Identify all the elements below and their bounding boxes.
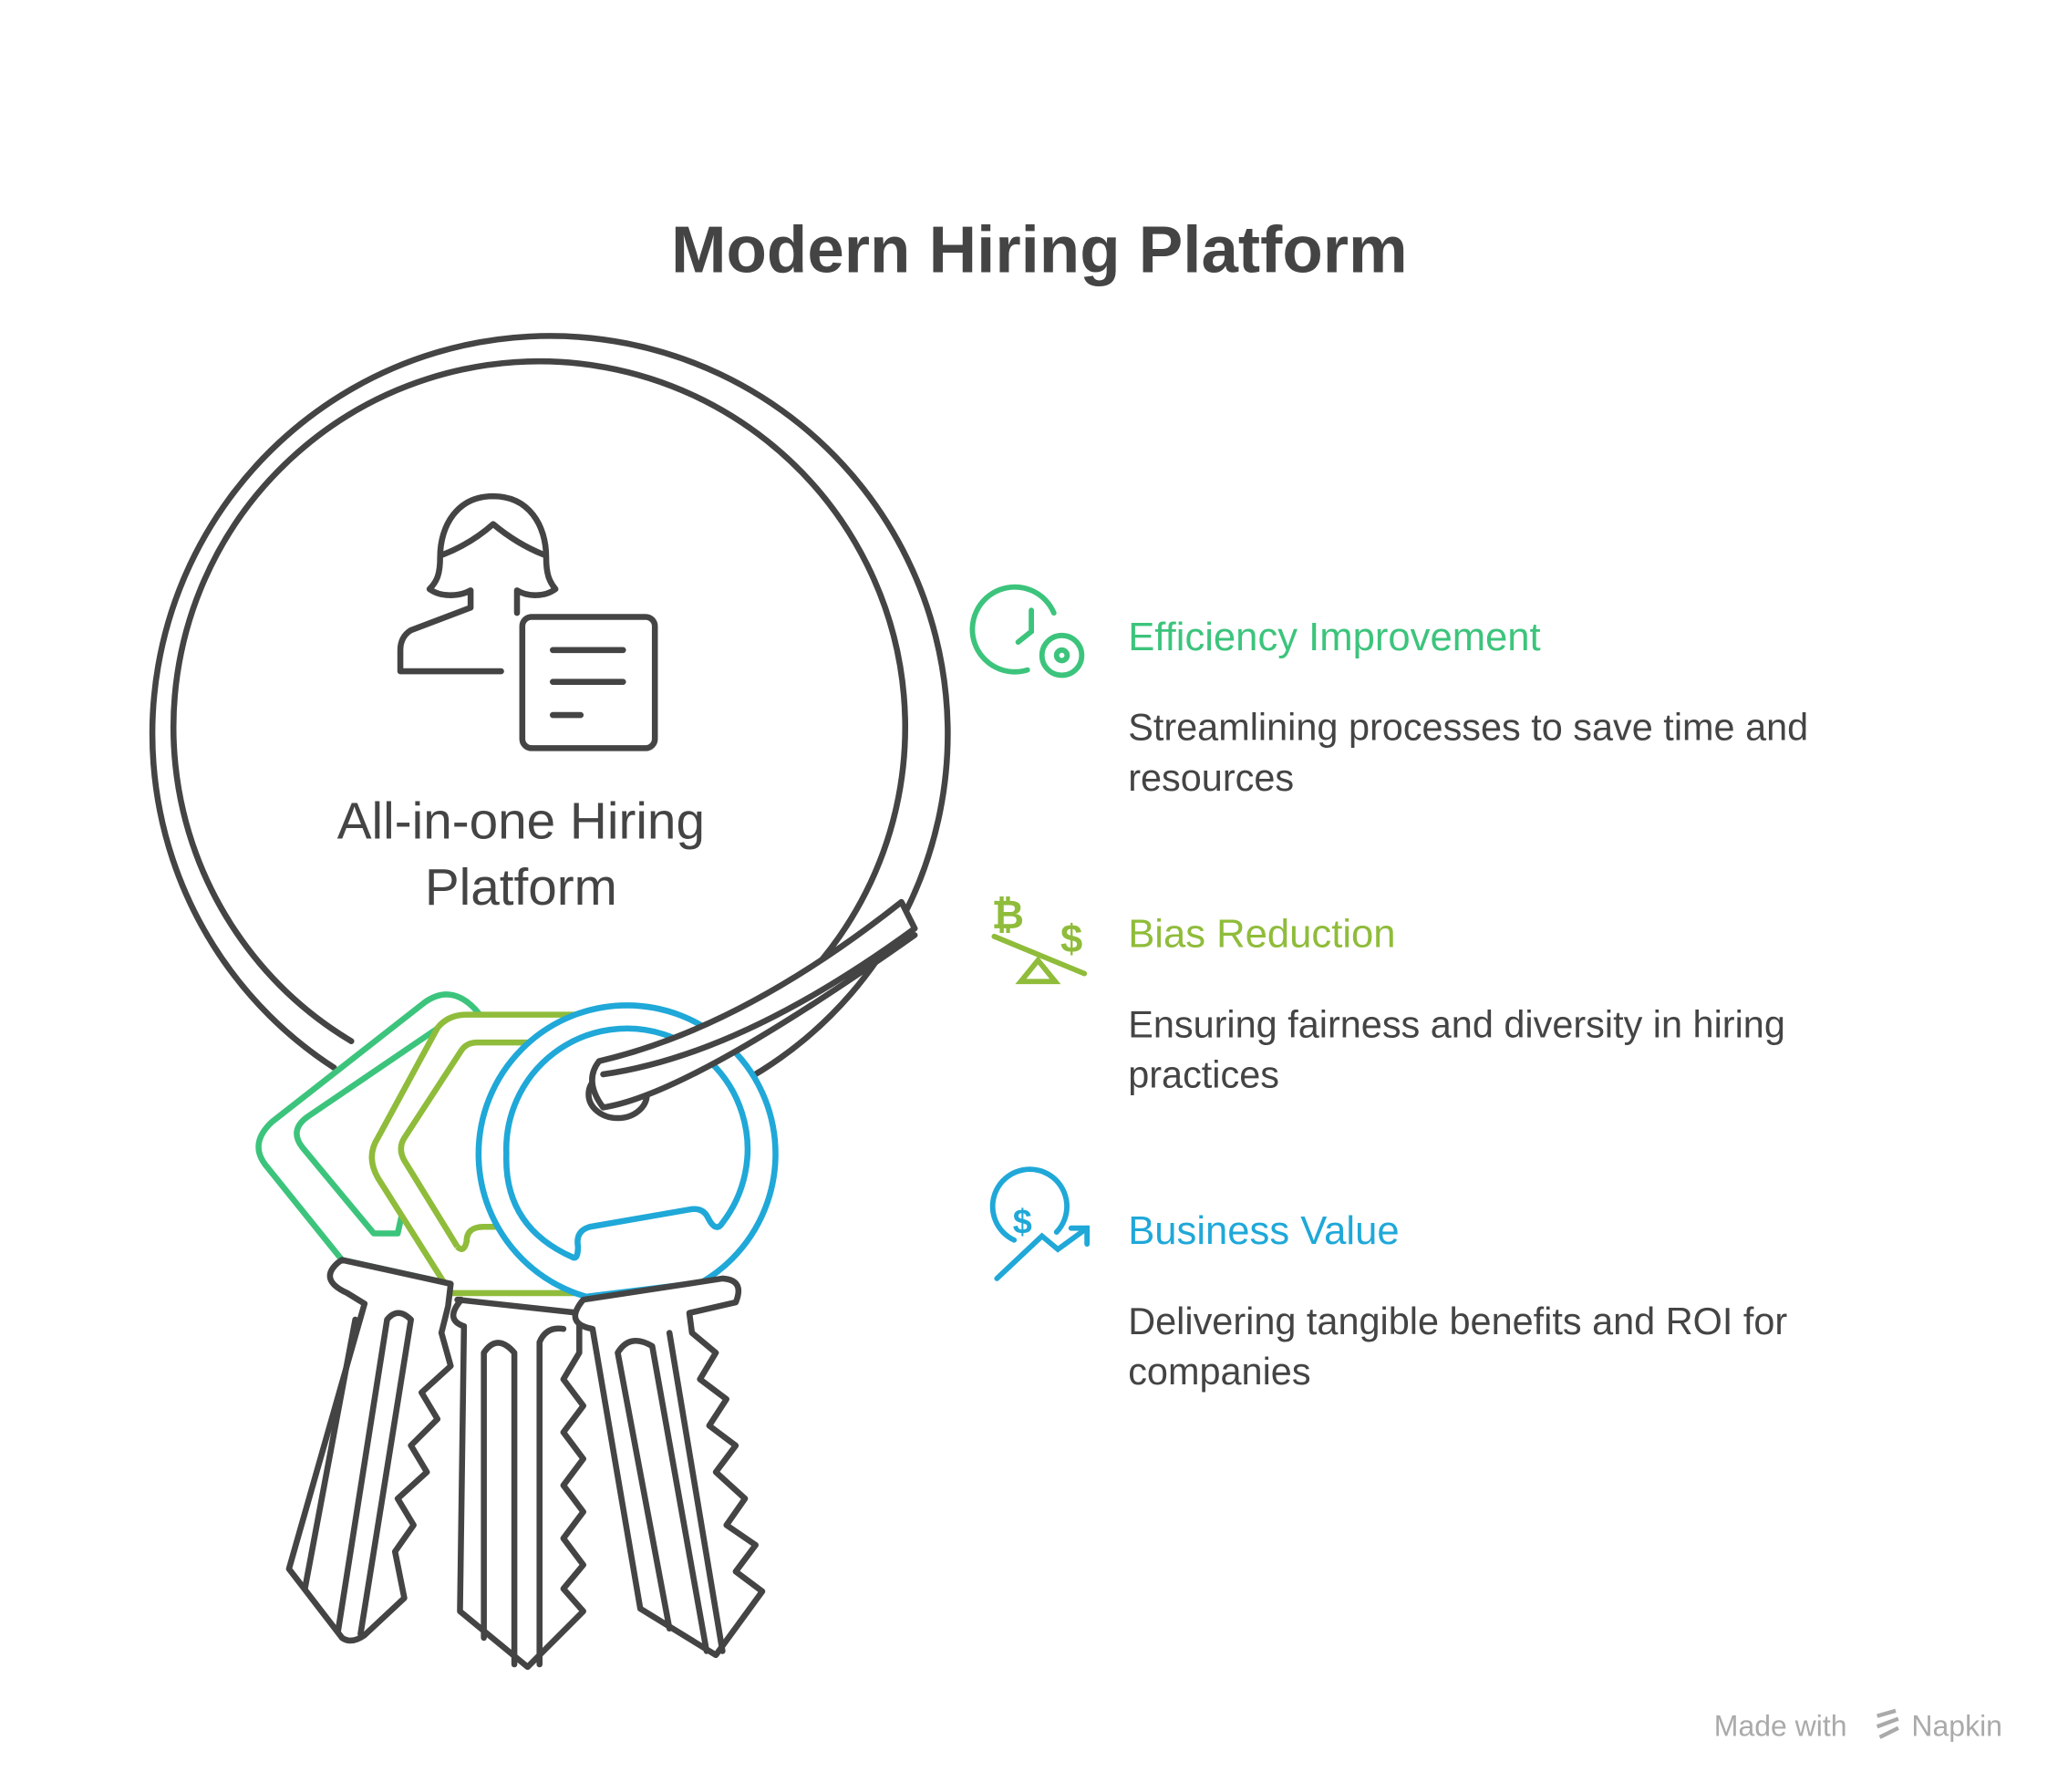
- person-document-icon: [397, 492, 658, 751]
- item-description: Streamlining processes to save time and: [1128, 706, 1808, 749]
- item-description: Ensuring fairness and diversity in hirin…: [1128, 1002, 1785, 1045]
- item-heading: Bias Reduction: [1128, 912, 1395, 956]
- bias-item: ₿ $ Bias Reduction Ensuring fairness and…: [991, 894, 1785, 1096]
- page-title: Modern Hiring Platform: [671, 212, 1408, 286]
- svg-text:$: $: [1060, 917, 1082, 961]
- key-ring: [149, 333, 951, 1128]
- center-label-line1: All-in-one Hiring: [337, 792, 705, 850]
- business-item: $ Business Value Delivering tangible ben…: [989, 1166, 1787, 1393]
- napkin-brand: Napkin: [1911, 1710, 2002, 1743]
- item-description: Delivering tangible benefits and ROI for: [1128, 1300, 1787, 1342]
- efficiency-item: Efficiency Improvement Streamlining proc…: [969, 584, 1808, 799]
- keys-illustration: [255, 898, 918, 1671]
- item-heading: Efficiency Improvement: [1128, 616, 1540, 659]
- napkin-watermark: Made with Napkin: [1714, 1708, 2002, 1743]
- svg-text:₿: ₿: [991, 894, 1024, 937]
- item-heading: Business Value: [1128, 1209, 1399, 1253]
- napkin-logo-icon: [1876, 1708, 1899, 1739]
- item-description-cont: resources: [1128, 756, 1294, 799]
- balance-scale-icon: ₿ $: [991, 894, 1088, 985]
- clock-gear-icon: [969, 584, 1085, 678]
- item-description-cont: practices: [1128, 1053, 1279, 1096]
- center-label-line2: Platform: [425, 859, 617, 917]
- svg-text:$: $: [1013, 1204, 1032, 1242]
- made-with-label: Made with: [1714, 1710, 1847, 1743]
- item-description-cont: companies: [1128, 1350, 1310, 1393]
- dollar-growth-icon: $: [989, 1166, 1091, 1281]
